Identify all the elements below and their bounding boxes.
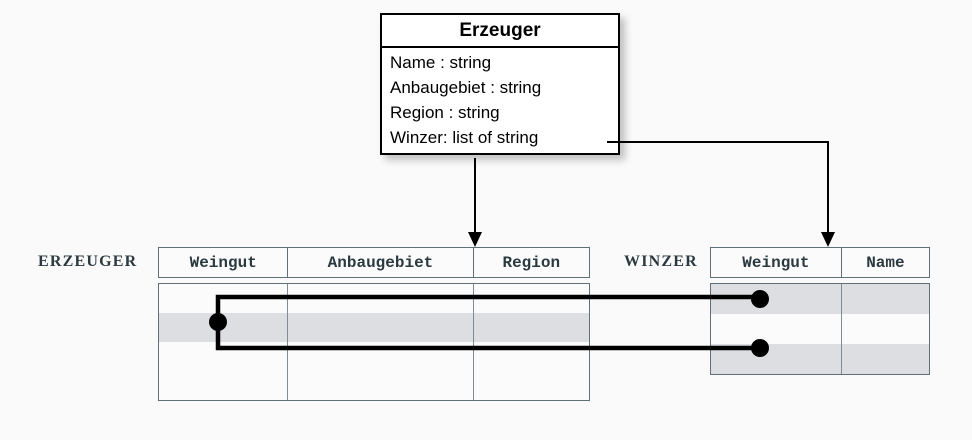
uml-class-erzeuger: Erzeuger Name : string Anbaugebiet : str… (380, 13, 620, 155)
arrow-down-icon (468, 232, 482, 247)
table-cell (288, 284, 474, 313)
table-cell (711, 314, 842, 344)
table-header-erzeuger: Weingut Anbaugebiet Region (158, 247, 590, 278)
arrow-down-icon (821, 232, 835, 247)
mapping-arrow-erzeuger (468, 158, 482, 247)
column-header-weingut: Weingut (711, 248, 842, 277)
table-cell (474, 371, 589, 400)
table-row[interactable] (159, 313, 589, 342)
table-row[interactable] (159, 342, 589, 371)
table-cell (711, 284, 842, 314)
column-header-region: Region (502, 253, 561, 272)
table-cell (288, 313, 474, 342)
table-label-erzeuger: ERZEUGER (38, 253, 138, 270)
uml-attribute-list: Name : string Anbaugebiet : string Regio… (382, 48, 618, 153)
table-cell (159, 313, 288, 342)
uml-class-title: Erzeuger (382, 15, 618, 48)
uml-attribute-region: Region : string (390, 102, 500, 122)
table-cell (474, 284, 589, 313)
column-header-weingut: Weingut (159, 248, 289, 277)
column-header-name: Name (866, 253, 905, 272)
table-row[interactable] (159, 284, 589, 313)
table-cell (474, 313, 589, 342)
table-row[interactable] (159, 371, 589, 400)
uml-attribute-anbaugebiet: Anbaugebiet : string (390, 77, 542, 97)
table-cell (842, 284, 929, 314)
table-body-winzer (710, 283, 930, 375)
table-label-winzer: WINZER (624, 253, 698, 270)
uml-attribute-name: Name : string (390, 52, 492, 72)
table-cell (474, 342, 589, 371)
table-row[interactable] (711, 314, 929, 344)
column-header-anbaugebiet: Anbaugebiet (288, 248, 474, 277)
table-row[interactable] (711, 344, 929, 374)
uml-attribute-winzer: Winzer: list of string (390, 127, 539, 147)
table-cell (159, 342, 288, 371)
table-cell (159, 371, 288, 400)
table-cell (842, 344, 929, 374)
table-cell (288, 371, 474, 400)
table-row[interactable] (711, 284, 929, 314)
table-header-winzer: Weingut Name (710, 247, 930, 278)
table-cell (842, 314, 929, 344)
table-cell (159, 284, 288, 313)
table-cell (711, 344, 842, 374)
mapping-arrow-winzer (607, 141, 835, 247)
table-cell (288, 342, 474, 371)
table-body-erzeuger (158, 283, 590, 401)
